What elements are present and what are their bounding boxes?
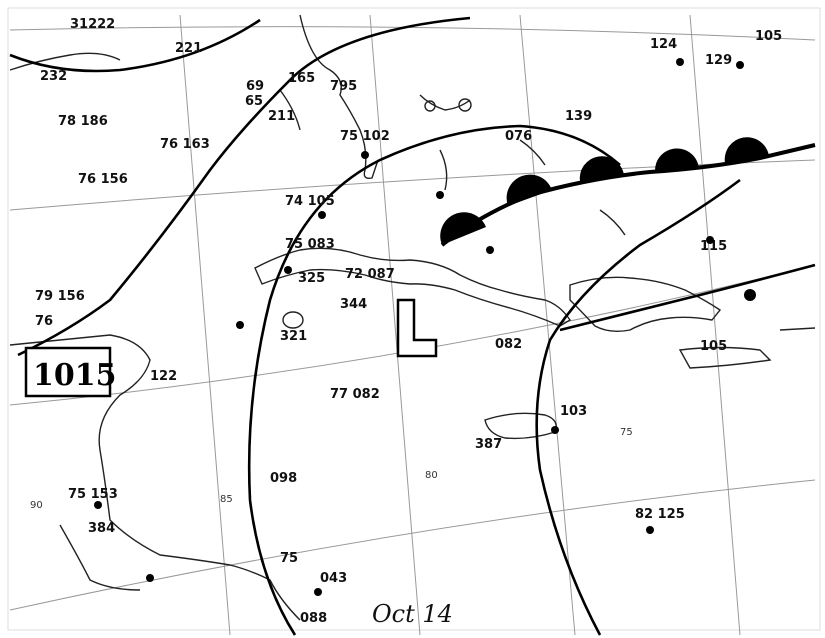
station-report: 115 <box>700 239 727 254</box>
grid-label-75: 75 <box>620 427 633 438</box>
grid-label-85: 85 <box>220 494 233 505</box>
station-report: 76 163 <box>160 137 210 152</box>
station-report: 122 <box>150 369 177 384</box>
station-report: 088 <box>300 611 327 626</box>
station-report: 75 102 <box>340 129 390 144</box>
station-report: 74 105 <box>285 194 335 209</box>
station-report: 221 <box>175 41 202 56</box>
station-report: 75 <box>280 551 298 566</box>
station-report: 098 <box>270 471 297 486</box>
station-report: 76 <box>35 314 53 329</box>
station-report: 75 153 <box>68 487 118 502</box>
low-pressure-symbol <box>396 298 438 358</box>
station-report: 77 082 <box>330 387 380 402</box>
station-report: 076 <box>505 129 532 144</box>
station-report: 65 <box>245 94 263 109</box>
grid-labels: 90 85 80 75 <box>30 427 633 511</box>
station-report: 384 <box>88 521 115 536</box>
station-report: 76 156 <box>78 172 128 187</box>
map-date-caption: Oct 14 <box>372 600 453 628</box>
grid-label-80: 80 <box>425 470 438 481</box>
station-report: 105 <box>755 29 782 44</box>
station-report: 082 <box>495 337 522 352</box>
station-report: 232 <box>40 69 67 84</box>
station-report: 139 <box>565 109 592 124</box>
station-report: 211 <box>268 109 295 124</box>
station-report: 69 <box>246 79 264 94</box>
station-report: 344 <box>340 297 367 312</box>
station-report: 129 <box>705 53 732 68</box>
station-report: 103 <box>560 404 587 419</box>
isobar-label-1015: 1015 <box>33 358 117 393</box>
station-report: 795 <box>330 79 357 94</box>
station-report: 78 186 <box>58 114 108 129</box>
station-plots: 31222 221 232 78 186 69 165 65 211 795 7… <box>35 17 782 626</box>
station-markers <box>94 58 756 596</box>
coastlines <box>9 14 816 621</box>
isobars <box>9 16 816 636</box>
lat-lon-grid <box>9 14 816 636</box>
station-report: 325 <box>298 271 325 286</box>
station-report: 72 087 <box>345 267 395 282</box>
station-report: 387 <box>475 437 502 452</box>
station-report: 124 <box>650 37 677 52</box>
station-report: 79 156 <box>35 289 85 304</box>
station-report: 105 <box>700 339 727 354</box>
station-report: 043 <box>320 571 347 586</box>
station-report: 321 <box>280 329 307 344</box>
station-report: 75 083 <box>285 237 335 252</box>
station-report: 165 <box>288 71 315 86</box>
station-report: 82 125 <box>635 507 685 522</box>
grid-label-90: 90 <box>30 500 43 511</box>
isobar-label-box: 1015 <box>24 346 117 398</box>
warm-front <box>440 137 816 247</box>
station-report: 31222 <box>70 17 115 32</box>
